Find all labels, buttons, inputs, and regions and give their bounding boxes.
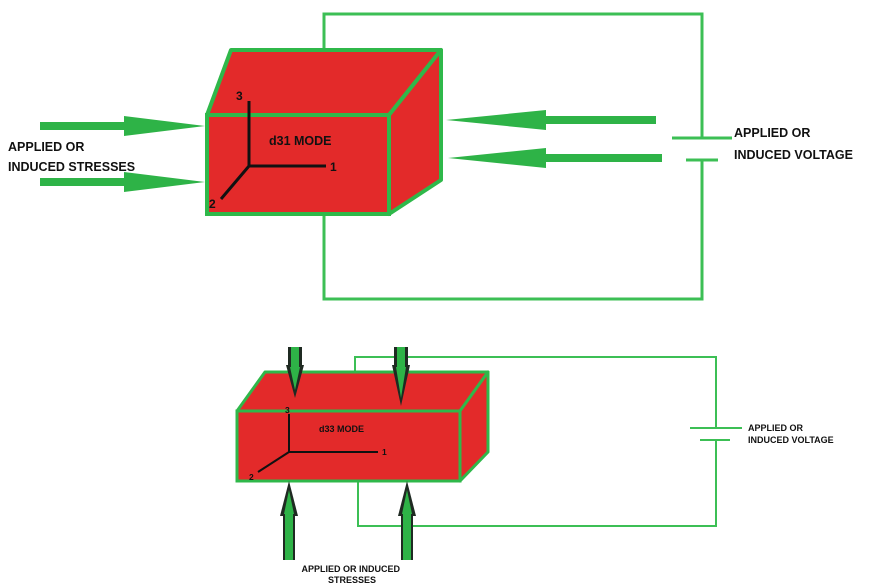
d33-axes: 3 1 2 d33 MODE bbox=[249, 405, 387, 482]
d31-axis-3-label: 3 bbox=[236, 89, 243, 103]
d33-axis-1-label: 1 bbox=[382, 447, 387, 457]
d31-arrow-left-upper bbox=[40, 116, 205, 136]
d33-arrow-bottom-left bbox=[280, 481, 298, 560]
d33-stress-label: APPLIED OR INDUCED STRESSES bbox=[301, 564, 402, 584]
d33-voltage-label: APPLIED OR INDUCED VOLTAGE bbox=[748, 423, 834, 445]
d31-axis-2-label: 2 bbox=[209, 197, 216, 211]
d33-diagram: 3 1 2 d33 MODE bbox=[235, 347, 834, 584]
d31-voltage-label: APPLIED OR INDUCED VOLTAGE bbox=[734, 126, 853, 162]
d31-arrow-right-upper bbox=[446, 110, 656, 130]
d33-arrow-bottom-right bbox=[398, 481, 416, 560]
d33-top-stress-arrows bbox=[286, 347, 410, 406]
d31-piezo-block bbox=[205, 48, 443, 216]
d33-arrow-top-left bbox=[286, 347, 304, 398]
d33-bottom-stress-arrows bbox=[280, 481, 416, 560]
d31-axes: 3 1 2 d31 MODE bbox=[209, 89, 337, 211]
d33-arrow-top-right bbox=[392, 347, 410, 406]
d33-battery-icon bbox=[690, 427, 742, 441]
d33-block-front-face bbox=[235, 409, 462, 483]
d31-right-stress-arrows bbox=[446, 110, 662, 168]
d31-stress-label: APPLIED OR INDUCED STRESSES bbox=[8, 140, 135, 174]
d31-diagram: 3 1 2 d31 MODE bbox=[8, 12, 853, 301]
d33-mode-label: d33 MODE bbox=[319, 424, 364, 434]
d33-axis-3-label: 3 bbox=[285, 405, 290, 415]
d33-piezo-block bbox=[235, 370, 490, 483]
d31-mode-label: d31 MODE bbox=[269, 134, 332, 148]
d31-arrow-left-lower bbox=[40, 172, 205, 192]
d33-axis-2-label: 2 bbox=[249, 472, 254, 482]
d31-block-front-face bbox=[205, 113, 391, 216]
d31-axis-1-label: 1 bbox=[330, 160, 337, 174]
d31-arrow-right-lower bbox=[448, 148, 662, 168]
d31-left-stress-arrows bbox=[40, 116, 205, 192]
d33-block-top-face bbox=[235, 370, 490, 413]
d31-battery-icon bbox=[672, 136, 732, 162]
